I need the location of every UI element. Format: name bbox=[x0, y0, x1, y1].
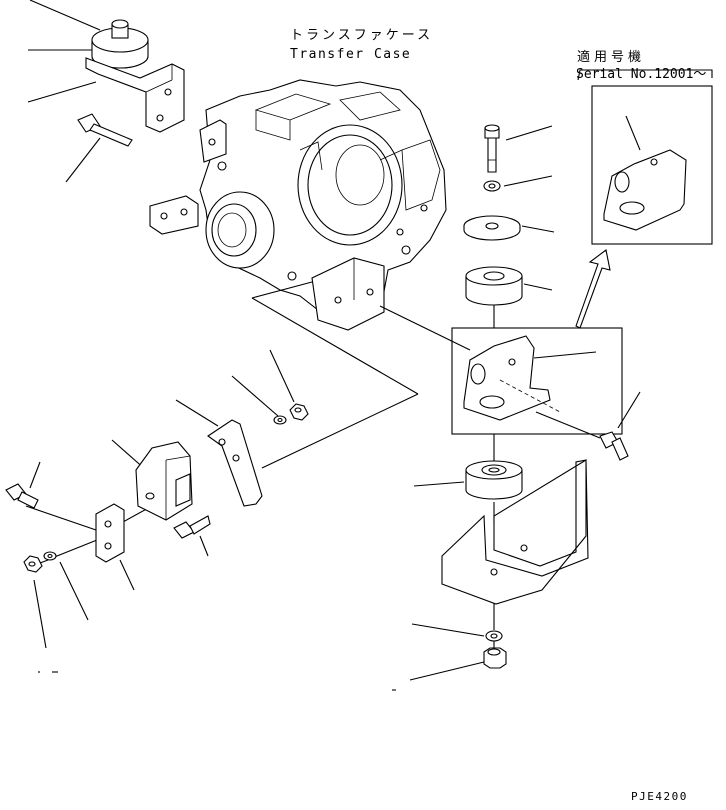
top-left-mount-assembly bbox=[27, 0, 185, 183]
transfer-case-housing bbox=[149, 79, 447, 331]
serial-number-label: Serial No.12001～ bbox=[576, 67, 706, 82]
lower-left-assembly bbox=[5, 349, 309, 673]
right-column-parts bbox=[392, 124, 641, 691]
drawing-code: PJE4200 bbox=[631, 790, 688, 803]
serial-detail-box bbox=[575, 69, 713, 329]
transfer-case-title-jp: トランスファケース bbox=[290, 28, 433, 43]
transfer-case-title-en: Transfer Case bbox=[290, 47, 411, 62]
applicable-serial-jp: 適用号機 bbox=[577, 49, 645, 65]
